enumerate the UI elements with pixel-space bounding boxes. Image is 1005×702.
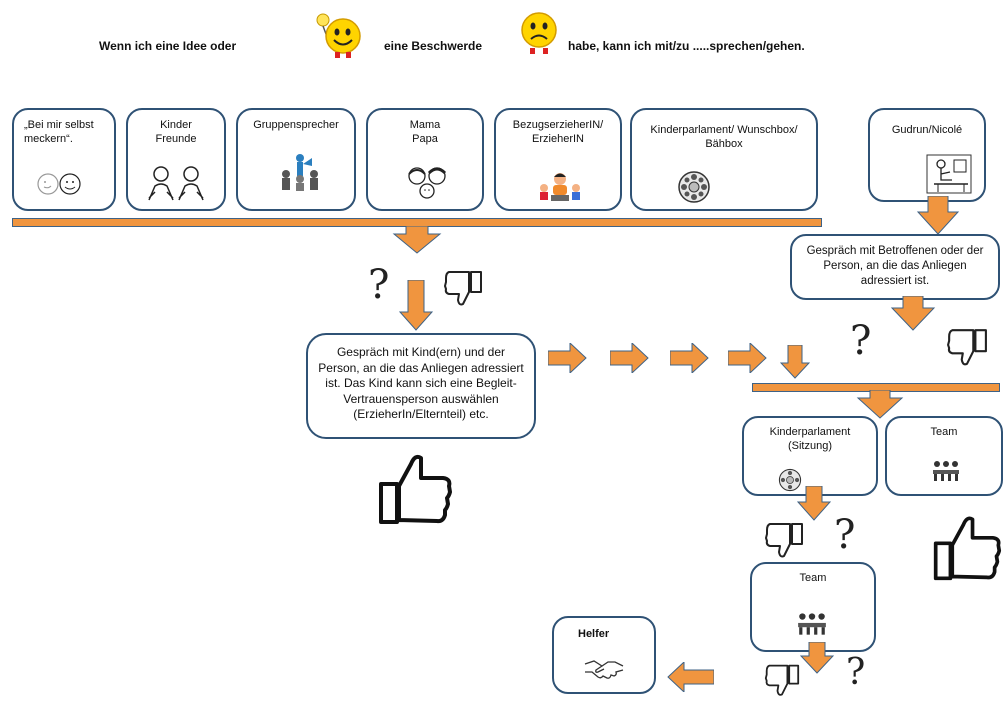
two-children-icon [145,164,209,202]
team-meeting-icon [796,612,828,636]
box-label-line1: BezugserzieherIN/ [512,119,604,131]
box-helfer: Helfer [552,616,656,694]
question-mark: ? [834,512,856,558]
question-mark-icon: ? [834,512,855,558]
box-label: „Bei mir selbst meckern“. [24,119,94,145]
question-mark: ? [850,318,872,364]
question-mark-icon: ? [850,318,871,364]
group-speaker-icon [278,152,322,192]
question-mark-icon: ? [368,262,389,308]
self-talk-faces-icon [36,172,84,196]
box-gespraech-betroffene: Gespräch mit Betroffenen oder der Person… [790,234,1000,300]
right-arrow-icon [610,343,650,373]
box-label-line1: Kinderparlament [769,426,851,438]
left-arrow-icon [666,662,714,692]
box-kinderparlament-sitzung: Kinderparlament (Sitzung) [742,416,878,496]
down-arrow-icon [398,280,434,332]
box-label: Team [799,572,827,584]
idea-smiley-icon [313,10,365,62]
person-at-desk-icon [926,154,972,194]
box-kinder-freunde: Kinder Freunde [126,108,226,211]
box-mama-papa: Mama Papa [366,108,484,211]
thumbs-down-icon [764,662,800,698]
children-circle-icon [778,468,802,492]
box-label: Gudrun/Nicolé [891,124,963,136]
box-bezugserzieherin: BezugserzieherIN/ ErzieherIN [494,108,622,211]
down-arrow-icon [780,345,810,379]
box-kinderparlament-wunschbox: Kinderparlament/ Wunschbox/ Bähbox [630,108,818,211]
box-label: Team [930,426,958,438]
box-label-line2: ErzieherIN [532,132,584,145]
box-gudrun-nicole: Gudrun/Nicolé [868,108,986,202]
thumbs-up-icon [377,452,453,524]
box-label-line1: Mama [409,119,441,131]
header-text-part1: Wenn ich eine Idee oder [99,39,237,53]
header-text-part3: habe, kann ich mit/zu .....sprechen/gehe… [568,39,805,53]
complaint-smiley-icon [516,8,562,60]
educator-with-children-icon [536,172,584,202]
thumbs-down-icon [764,520,804,560]
team-meeting-icon [931,460,961,482]
family-icon [406,166,448,200]
right-arrow-icon [670,343,710,373]
box-bei-mir-selbst: „Bei mir selbst meckern“. [12,108,116,211]
children-circle-icon [677,170,711,204]
down-arrow-icon [800,642,834,674]
box-gespraech-kind: Gespräch mit Kind(ern) und der Person, a… [306,333,536,439]
right-arrow-icon [548,343,588,373]
box-text: Gespräch mit Betroffenen oder der Person… [806,245,984,287]
thumbs-down-icon [946,326,988,368]
handshake-icon [584,658,624,680]
box-label-line2: Papa [412,132,438,145]
box-label: Gruppensprecher [253,119,339,131]
box-label-line2: Freunde [155,132,197,145]
down-arrow-icon [392,226,442,254]
box-text: Gespräch mit Kind(ern) und der Person, a… [318,345,524,422]
thumbs-down-icon [443,268,483,308]
question-mark-icon: ? [846,652,865,693]
box-gruppensprecher: Gruppensprecher [236,108,356,211]
question-mark: ? [846,652,866,693]
box-label-line1: Kinder [160,119,192,131]
down-arrow-icon [856,390,904,420]
thumbs-up-icon [932,512,1002,582]
box-label-line2: (Sitzung) [787,439,833,452]
box-label-line1: Kinderparlament/ Wunschbox/ [650,124,798,136]
header-text-part2: eine Beschwerde [384,39,483,53]
right-arrow-icon [728,343,768,373]
box-team-right: Team [885,416,1003,496]
down-arrow-icon [890,296,936,332]
question-mark: ? [368,262,390,308]
down-arrow-icon [796,486,832,522]
down-arrow-icon [916,196,960,236]
box-label-line2: Bähbox [705,137,743,150]
box-team-bottom: Team [750,562,876,652]
box-label: Helfer [578,628,610,640]
